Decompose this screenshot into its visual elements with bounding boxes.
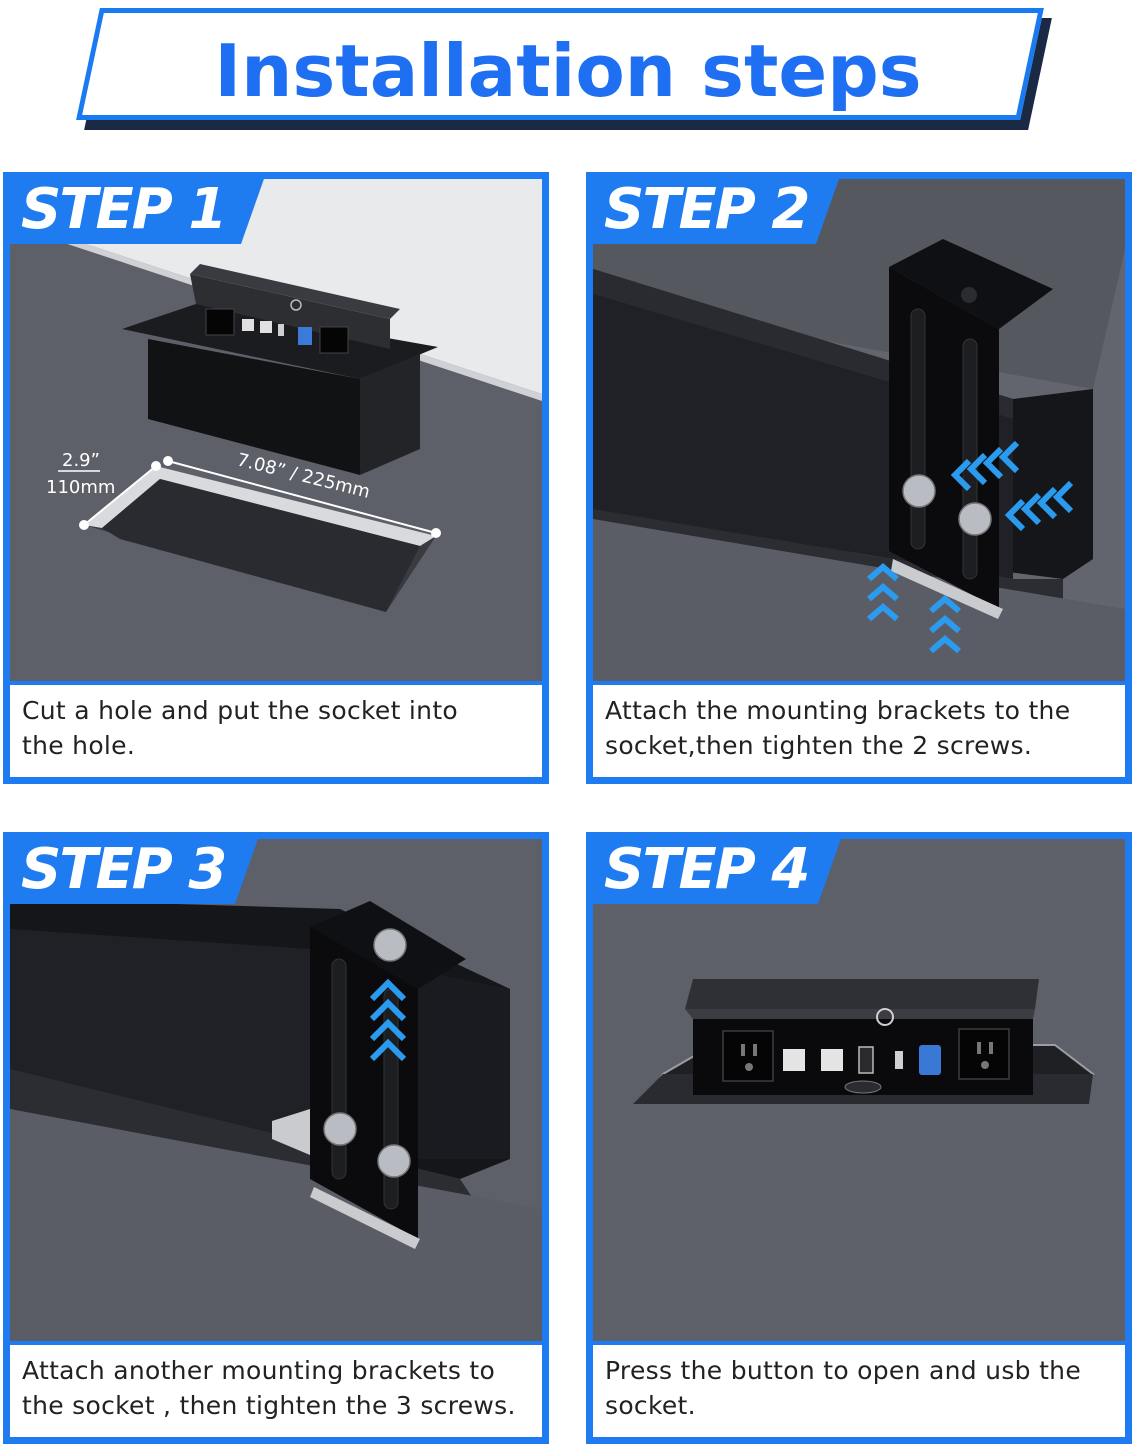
step-4-tag: STEP 4	[590, 836, 842, 904]
step-3-illustration	[10, 839, 542, 1341]
step-2-caption-line-1: Attach the mounting brackets to the	[605, 696, 1071, 725]
step-3-tag: STEP 3	[7, 836, 259, 904]
step-1-caption-line-1: Cut a hole and put the socket into	[22, 696, 459, 725]
step-3-caption-line-2: the socket , then tighten the 3 screws.	[22, 1391, 516, 1420]
step-card-4: STEP 4 Press the button to open and usb …	[586, 832, 1132, 1444]
step-1-caption: Cut a hole and put the socket into the h…	[10, 685, 542, 777]
step-1-illustration: 2.9” 110mm 7.08” / 225mm	[10, 179, 542, 681]
step-4-label: STEP 4	[604, 837, 810, 902]
dimension-width-mm: 110mm	[46, 477, 115, 498]
step-1-tag: STEP 1	[7, 176, 265, 244]
step-3-caption-line-1: Attach another mounting brackets to	[22, 1356, 496, 1385]
page-title: Installation steps	[214, 29, 922, 113]
step-2-label: STEP 2	[604, 177, 810, 242]
step-card-3: STEP 3 Attach another mounting brackets …	[3, 832, 549, 1444]
step-2-caption-line-2: socket,then tighten the 2 screws.	[605, 731, 1033, 760]
step-3-caption: Attach another mounting brackets to the …	[10, 1345, 542, 1437]
step-4-caption: Press the button to open and usb the soc…	[593, 1345, 1125, 1437]
step-card-1: 2.9” 110mm 7.08” / 225mm STEP 1 Cut a ho…	[3, 172, 549, 784]
step-4-caption-line-1: Press the button to open and usb the	[605, 1356, 1081, 1385]
step-1-label: STEP 1	[21, 177, 227, 242]
step-2-caption: Attach the mounting brackets to the sock…	[593, 685, 1125, 777]
step-card-2: STEP 2 Attach the mounting brackets to t…	[586, 172, 1132, 784]
step-3-label: STEP 3	[21, 837, 227, 902]
step-2-tag: STEP 2	[590, 176, 840, 244]
step-2-illustration	[593, 179, 1125, 681]
title-banner: Installation steps	[76, 8, 1052, 136]
step-4-illustration	[593, 839, 1125, 1341]
step-1-caption-line-2: the hole.	[22, 731, 136, 760]
step-4-caption-line-2: socket.	[605, 1391, 696, 1420]
dimension-width-inches: 2.9”	[62, 450, 100, 471]
